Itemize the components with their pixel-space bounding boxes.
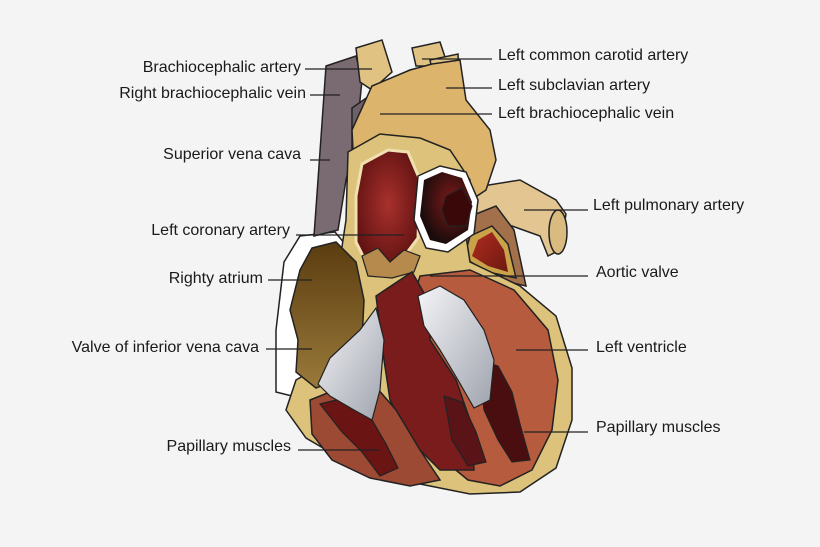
mitral-cusps	[361, 247, 421, 279]
label-valve-inferior-vena-cava: Valve of inferior vena cava	[71, 339, 259, 356]
label-left-common-carotid-artery: Left common carotid artery	[498, 47, 689, 64]
left-atrium-shape	[354, 148, 422, 272]
label-aortic-valve: Aortic valve	[596, 264, 679, 281]
aorta-inner	[441, 187, 473, 227]
papillary-muscle-center-shape	[443, 395, 487, 467]
label-left-pulmonary-artery: Left pulmonary artery	[593, 197, 745, 214]
mitral-valve-shape	[417, 285, 495, 409]
label-papillary-muscles-right: Papillary muscles	[596, 419, 721, 436]
label-papillary-muscles-left: Papillary muscles	[166, 438, 291, 455]
pulmonary-artery-end	[548, 209, 568, 255]
pulmonary-valve-inner	[472, 232, 508, 272]
label-left-brachiocephalic-vein: Left brachiocephalic vein	[498, 105, 675, 122]
tricuspid-valve-shape	[317, 306, 385, 421]
label-right-brachiocephalic-vein: Right brachiocephalic vein	[119, 85, 306, 102]
label-left-subclavian-artery: Left subclavian artery	[498, 77, 651, 94]
leader-lines	[266, 58, 588, 451]
label-righty-atrium: Righty atrium	[168, 270, 263, 287]
label-left-ventricle: Left ventricle	[596, 339, 687, 356]
label-brachiocephalic-artery: Brachiocephalic artery	[142, 59, 301, 76]
label-left-coronary-artery: Left coronary artery	[151, 222, 290, 239]
label-superior-vena-cava: Superior vena cava	[163, 146, 301, 163]
